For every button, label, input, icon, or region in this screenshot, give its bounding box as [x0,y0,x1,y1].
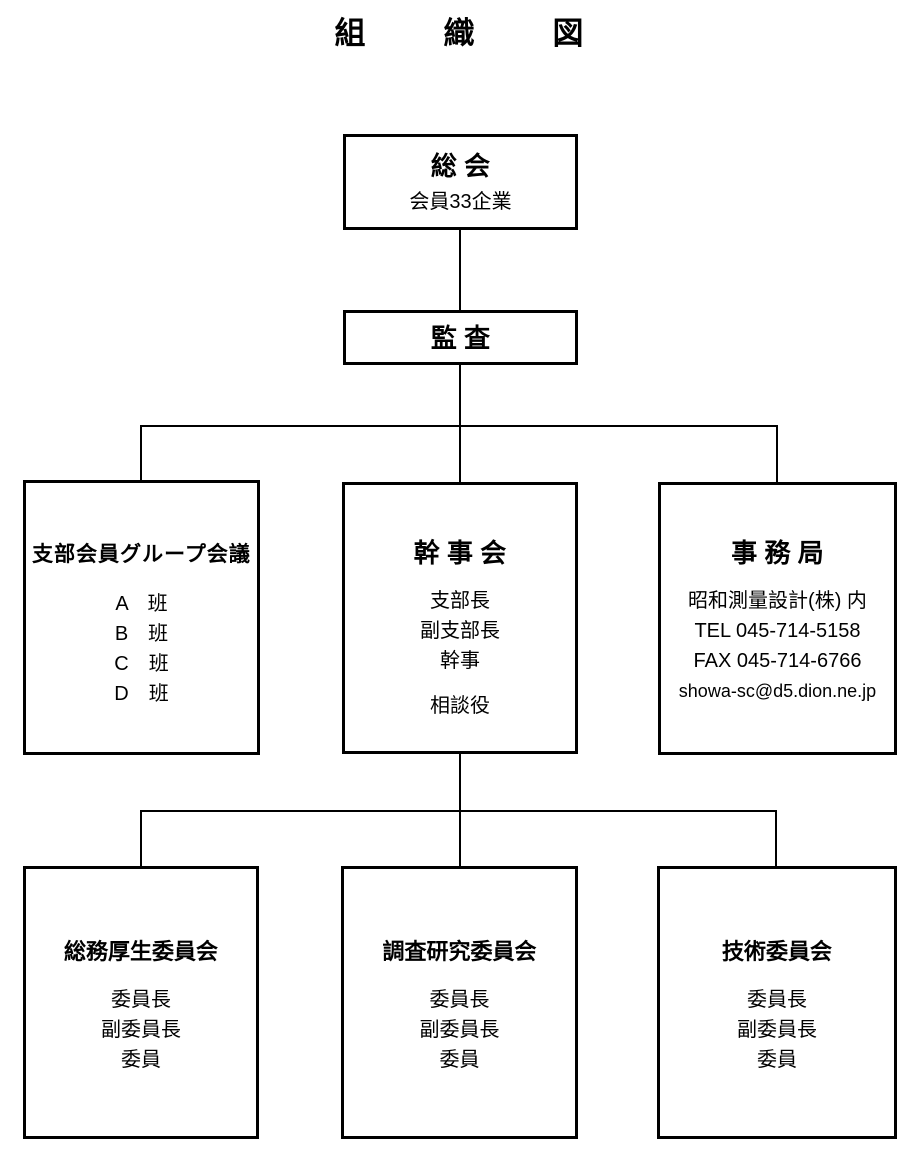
connector-soukai-kansa [459,230,461,310]
connector-branch1-left [140,425,142,482]
node-general-assembly: 総 会 会員33企業 [343,134,578,230]
role-item: 委員 [757,1049,797,1071]
role-item: 委員長 [747,989,807,1011]
node-member-group-meeting: 支部会員グループ会議 A 班 B 班 C 班 D 班 [23,480,260,755]
node-secretariat-office: 事 務 局 昭和測量設計(株) 内 TEL 045-714-5158 FAX 0… [658,482,897,755]
node-secretariat-office-contact: 昭和測量設計(株) 内 TEL 045-714-5158 FAX 045-714… [661,586,894,706]
node-research-committee-title: 調査研究委員会 [382,939,537,964]
node-audit: 監 査 [343,310,578,365]
group-item: D 班 [114,683,169,705]
node-technical-committee-items: 委員長 副委員長 委員 [660,985,894,1075]
node-research-committee-items: 委員長 副委員長 委員 [344,985,575,1075]
group-item: B 班 [114,623,169,645]
role-item: 副委員長 [419,1019,500,1041]
node-secretariat-office-title: 事 務 局 [731,538,824,568]
connector-branch2-horizontal [140,810,777,812]
node-general-welfare-committee-title: 総務厚生委員会 [63,939,218,964]
role-item-advisor: 相談役 [430,695,490,717]
role-item: 委員長 [111,989,171,1011]
node-general-welfare-committee: 総務厚生委員会 委員長 副委員長 委員 [23,866,259,1139]
office-tel: TEL 045-714-5158 [694,620,861,642]
role-item: 副委員長 [737,1019,817,1041]
role-item: 委員 [439,1049,480,1071]
connector-branch2-right [775,810,777,868]
role-item: 委員長 [429,989,490,1011]
node-general-welfare-committee-items: 委員長 副委員長 委員 [26,985,256,1075]
office-location: 昭和測量設計(株) 内 [688,590,867,612]
connector-kanji-branch [459,754,461,810]
connector-branch1-right [776,425,778,484]
role-item: 幹事 [440,650,480,672]
connector-branch2-mid [459,810,461,868]
node-secretary-board-items: 支部長 副支部長 幹事 相談役 [345,586,575,721]
role-item: 副委員長 [101,1019,181,1041]
role-item: 支部長 [430,590,490,612]
group-item: C 班 [114,653,169,675]
role-item: 副支部長 [420,620,500,642]
role-item: 委員 [121,1049,161,1071]
office-fax: FAX 045-714-6766 [693,650,862,672]
connector-kansa-branch [459,365,461,425]
page-title: 組織図 [334,16,662,51]
node-technical-committee: 技術委員会 委員長 副委員長 委員 [657,866,897,1139]
node-audit-title: 監 査 [430,322,491,353]
node-technical-committee-title: 技術委員会 [721,939,832,964]
node-secretary-board: 幹 事 会 支部長 副支部長 幹事 相談役 [342,482,578,754]
node-research-committee: 調査研究委員会 委員長 副委員長 委員 [341,866,578,1139]
node-secretary-board-title: 幹 事 会 [413,538,507,568]
group-item: A 班 [115,593,168,615]
connector-branch1-mid [459,425,461,484]
connector-branch2-left [140,810,142,868]
node-general-assembly-members: 会員33企業 [409,191,512,213]
node-member-group-meeting-items: A 班 B 班 C 班 D 班 [26,589,257,709]
node-general-assembly-title: 総 会 [430,151,491,181]
node-member-group-meeting-title: 支部会員グループ会議 [32,543,251,566]
office-email: showa-sc@d5.dion.ne.jp [678,681,877,701]
